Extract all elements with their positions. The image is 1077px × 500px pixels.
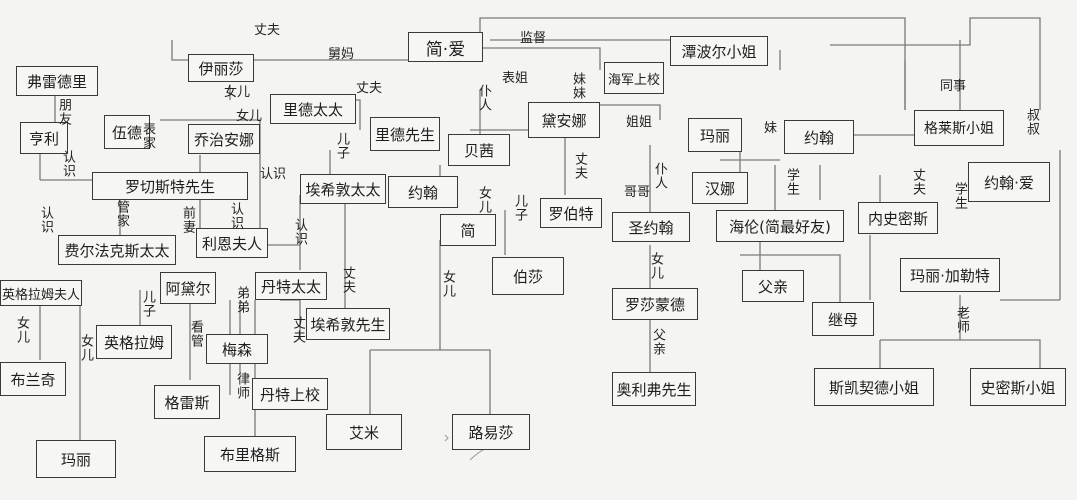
node-father[interactable]: 父亲 bbox=[742, 270, 804, 302]
node-bertha[interactable]: 伯莎 bbox=[492, 257, 564, 295]
node-louisa[interactable]: 路易莎 bbox=[452, 414, 530, 450]
node-grace[interactable]: 格雷斯 bbox=[154, 385, 220, 419]
node-mary-garrett[interactable]: 玛丽·加勒特 bbox=[900, 258, 1000, 292]
label-student-2: 学生 bbox=[952, 182, 967, 210]
node-rosamond[interactable]: 罗莎蒙德 bbox=[612, 288, 698, 320]
node-bessie[interactable]: 贝茜 bbox=[448, 134, 510, 166]
node-georgiana[interactable]: 乔治安娜 bbox=[188, 124, 260, 154]
label-younger-sister: 妹 bbox=[764, 121, 778, 136]
node-colonel-dent[interactable]: 丹特上校 bbox=[252, 378, 328, 410]
node-mr-reed[interactable]: 里德先生 bbox=[370, 117, 440, 151]
label-elder-sister: 姐姐 bbox=[626, 115, 653, 130]
label-acquaint-5: 认识 bbox=[292, 218, 307, 246]
node-jane-small[interactable]: 简 bbox=[440, 214, 496, 246]
node-mary-rivers[interactable]: 玛丽 bbox=[688, 118, 742, 152]
label-daughter-e: 女儿 bbox=[648, 252, 663, 280]
node-eliza[interactable]: 伊丽莎 bbox=[188, 54, 254, 82]
label-husband-top: 丈夫 bbox=[254, 23, 281, 38]
node-fairfax[interactable]: 费尔法克斯太太 bbox=[58, 235, 176, 265]
node-mrs-eshton[interactable]: 埃希敦太太 bbox=[300, 174, 386, 204]
label-colleague: 同事 bbox=[940, 79, 967, 94]
node-jane-eyre[interactable]: 简·爱 bbox=[408, 32, 483, 62]
node-mrs-dent[interactable]: 丹特太太 bbox=[255, 272, 327, 300]
node-mason[interactable]: 梅森 bbox=[206, 334, 268, 364]
label-husband-4: 丈夫 bbox=[910, 168, 925, 196]
label-daughter-b: 女儿 bbox=[236, 109, 263, 124]
label-daughter-c: 女儿 bbox=[476, 186, 491, 214]
label-servant-2: 仆人 bbox=[652, 162, 667, 190]
node-ingram[interactable]: 英格拉姆 bbox=[96, 325, 172, 359]
node-robert[interactable]: 罗伯特 bbox=[540, 198, 602, 228]
label-student-1: 学生 bbox=[784, 168, 799, 196]
label-husband-3: 丈夫 bbox=[572, 152, 587, 180]
node-mrs-reed[interactable]: 里德太太 bbox=[270, 94, 356, 124]
node-frederick[interactable]: 弗雷德里 bbox=[16, 66, 98, 96]
node-mary-bottom[interactable]: 玛丽 bbox=[36, 440, 116, 478]
node-john-small[interactable]: 约翰 bbox=[784, 120, 854, 154]
label-supervisor: 监督 bbox=[520, 31, 547, 46]
label-husband-2: 丈夫 bbox=[356, 81, 383, 96]
node-briggs[interactable]: 布里格斯 bbox=[204, 436, 296, 472]
node-lady-ingram[interactable]: 英格拉姆夫人 bbox=[0, 280, 82, 306]
node-john-eyre[interactable]: 约翰·爱 bbox=[968, 162, 1050, 202]
label-daughter-d: 女儿 bbox=[440, 270, 455, 298]
node-miss-scatcherd[interactable]: 斯凯契德小姐 bbox=[814, 368, 934, 406]
label-former-wife: 前妻 bbox=[180, 206, 195, 234]
label-son-3: 儿子 bbox=[140, 290, 155, 318]
node-mr-oliver[interactable]: 奥利弗先生 bbox=[612, 372, 696, 406]
label-husband-5: 丈夫 bbox=[340, 266, 355, 294]
node-adele[interactable]: 阿黛尔 bbox=[160, 272, 216, 304]
label-father-lbl: 父亲 bbox=[650, 328, 665, 356]
label-uncle: 叔叔 bbox=[1024, 108, 1039, 136]
node-diana[interactable]: 黛安娜 bbox=[528, 102, 600, 138]
node-temple[interactable]: 潭波尔小姐 bbox=[670, 36, 768, 66]
label-husband-6: 丈夫 bbox=[290, 316, 305, 344]
node-amy[interactable]: 艾米 bbox=[326, 414, 402, 450]
node-navy-captain[interactable]: 海军上校 bbox=[604, 62, 664, 94]
node-helen[interactable]: 海伦(简最好友) bbox=[716, 210, 844, 242]
label-servant: 仆人 bbox=[476, 84, 491, 112]
node-leah[interactable]: 利恩夫人 bbox=[196, 228, 268, 258]
label-younger-sister-top: 妹妹 bbox=[570, 72, 585, 100]
label-teacher: 老师 bbox=[954, 306, 969, 334]
node-mr-eshton[interactable]: 埃希敦先生 bbox=[306, 308, 390, 340]
label-brother: 弟弟 bbox=[234, 286, 249, 314]
label-acquaint-3: 认识 bbox=[38, 206, 53, 234]
label-son-1: 儿子 bbox=[334, 132, 349, 160]
node-saint-john[interactable]: 圣约翰 bbox=[612, 212, 690, 242]
label-acquaint-4: 认识 bbox=[228, 202, 243, 230]
label-lawyer: 律师 bbox=[234, 372, 249, 400]
label-aunt: 舅妈 bbox=[328, 47, 355, 62]
label-acquaint-1: 认识 bbox=[60, 150, 75, 178]
label-cousin: 表姐 bbox=[502, 71, 529, 86]
label-housekeeper: 管家 bbox=[114, 200, 129, 228]
label-daughter-g: 女儿 bbox=[78, 334, 93, 362]
node-miss-grace[interactable]: 格莱斯小姐 bbox=[914, 110, 1004, 146]
node-hannah[interactable]: 汉娜 bbox=[692, 172, 748, 204]
node-john-reed[interactable]: 约翰 bbox=[388, 176, 458, 208]
label-acquaint-2: 认识 bbox=[260, 167, 287, 182]
node-miss-smith[interactable]: 史密斯小姐 bbox=[970, 368, 1066, 406]
label-student-3: 朋友 bbox=[56, 98, 71, 126]
node-naysmith[interactable]: 内史密斯 bbox=[858, 202, 938, 234]
label-son-2: 儿子 bbox=[512, 194, 527, 222]
label-guard: 看管 bbox=[188, 320, 203, 348]
node-wood[interactable]: 伍德 bbox=[104, 115, 150, 149]
label-daughter-f: 女儿 bbox=[14, 316, 29, 344]
label-elder-brother: 哥哥 bbox=[624, 185, 651, 200]
label-daughter-a: 女儿 bbox=[224, 85, 251, 100]
node-blanche[interactable]: 布兰奇 bbox=[0, 362, 66, 396]
node-henry[interactable]: 亨利 bbox=[20, 122, 68, 154]
label-family: 表家 bbox=[140, 122, 155, 150]
node-stepmother[interactable]: 继母 bbox=[812, 302, 874, 336]
node-rochester[interactable]: 罗切斯特先生 bbox=[92, 172, 248, 200]
